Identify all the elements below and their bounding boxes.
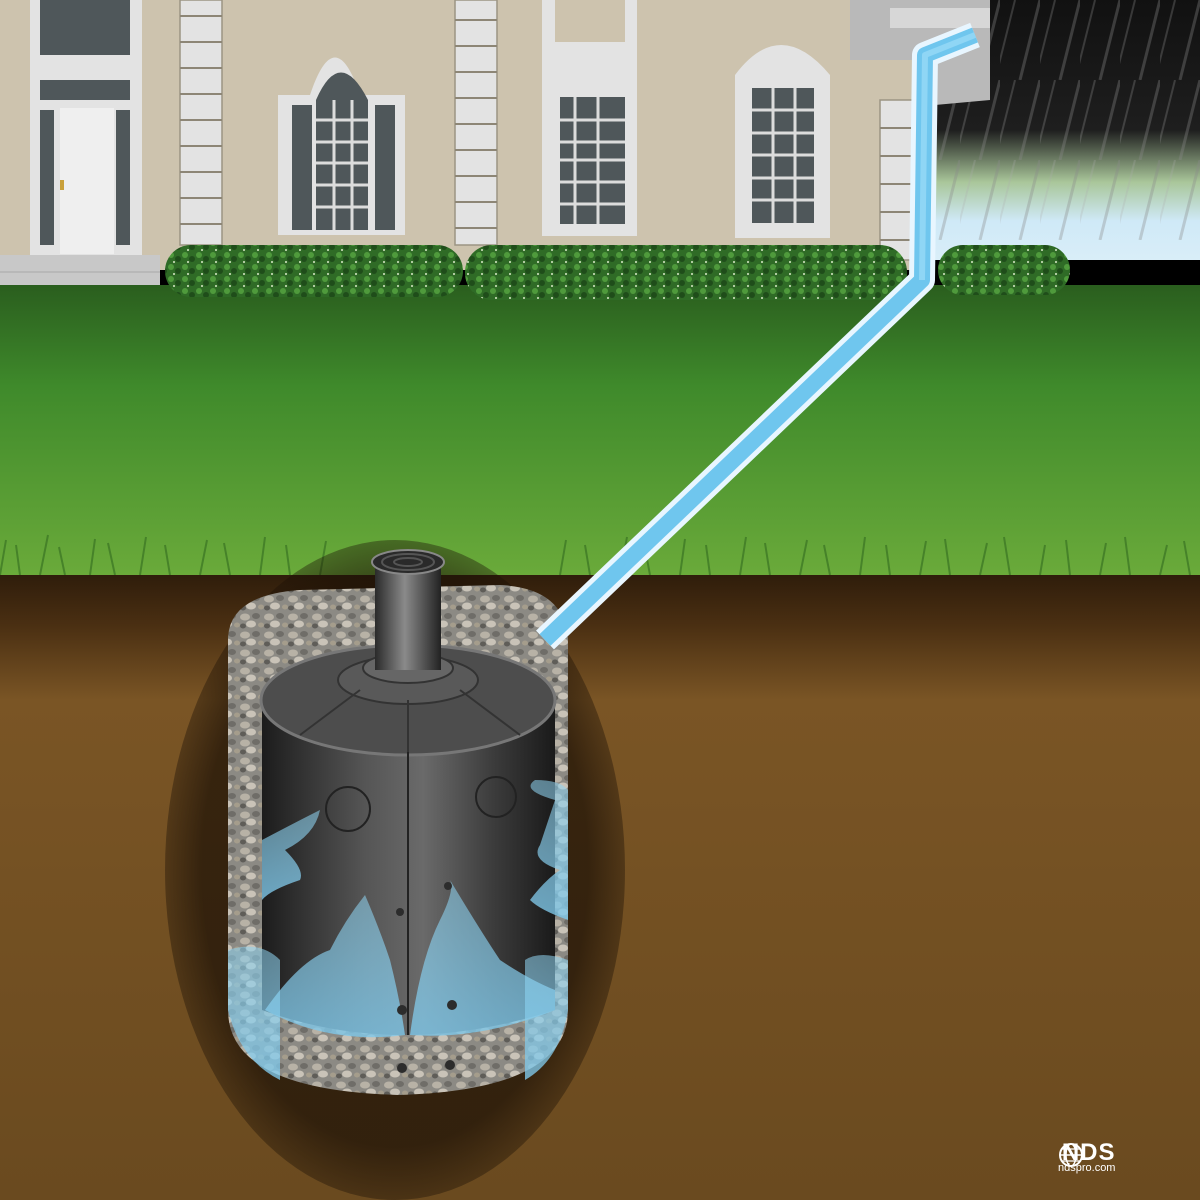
globe-icon (1059, 1143, 1083, 1167)
front-door (30, 0, 142, 255)
lawn (0, 285, 1200, 575)
nds-logo: NDS ndspro.com (1058, 1141, 1115, 1175)
downspout-pipe (536, 22, 980, 650)
center-window (542, 0, 637, 236)
drain-holes (396, 882, 457, 1073)
water-infiltration (228, 780, 568, 1080)
right-window (735, 45, 830, 238)
hedges (165, 245, 1070, 300)
arched-window (278, 57, 405, 235)
